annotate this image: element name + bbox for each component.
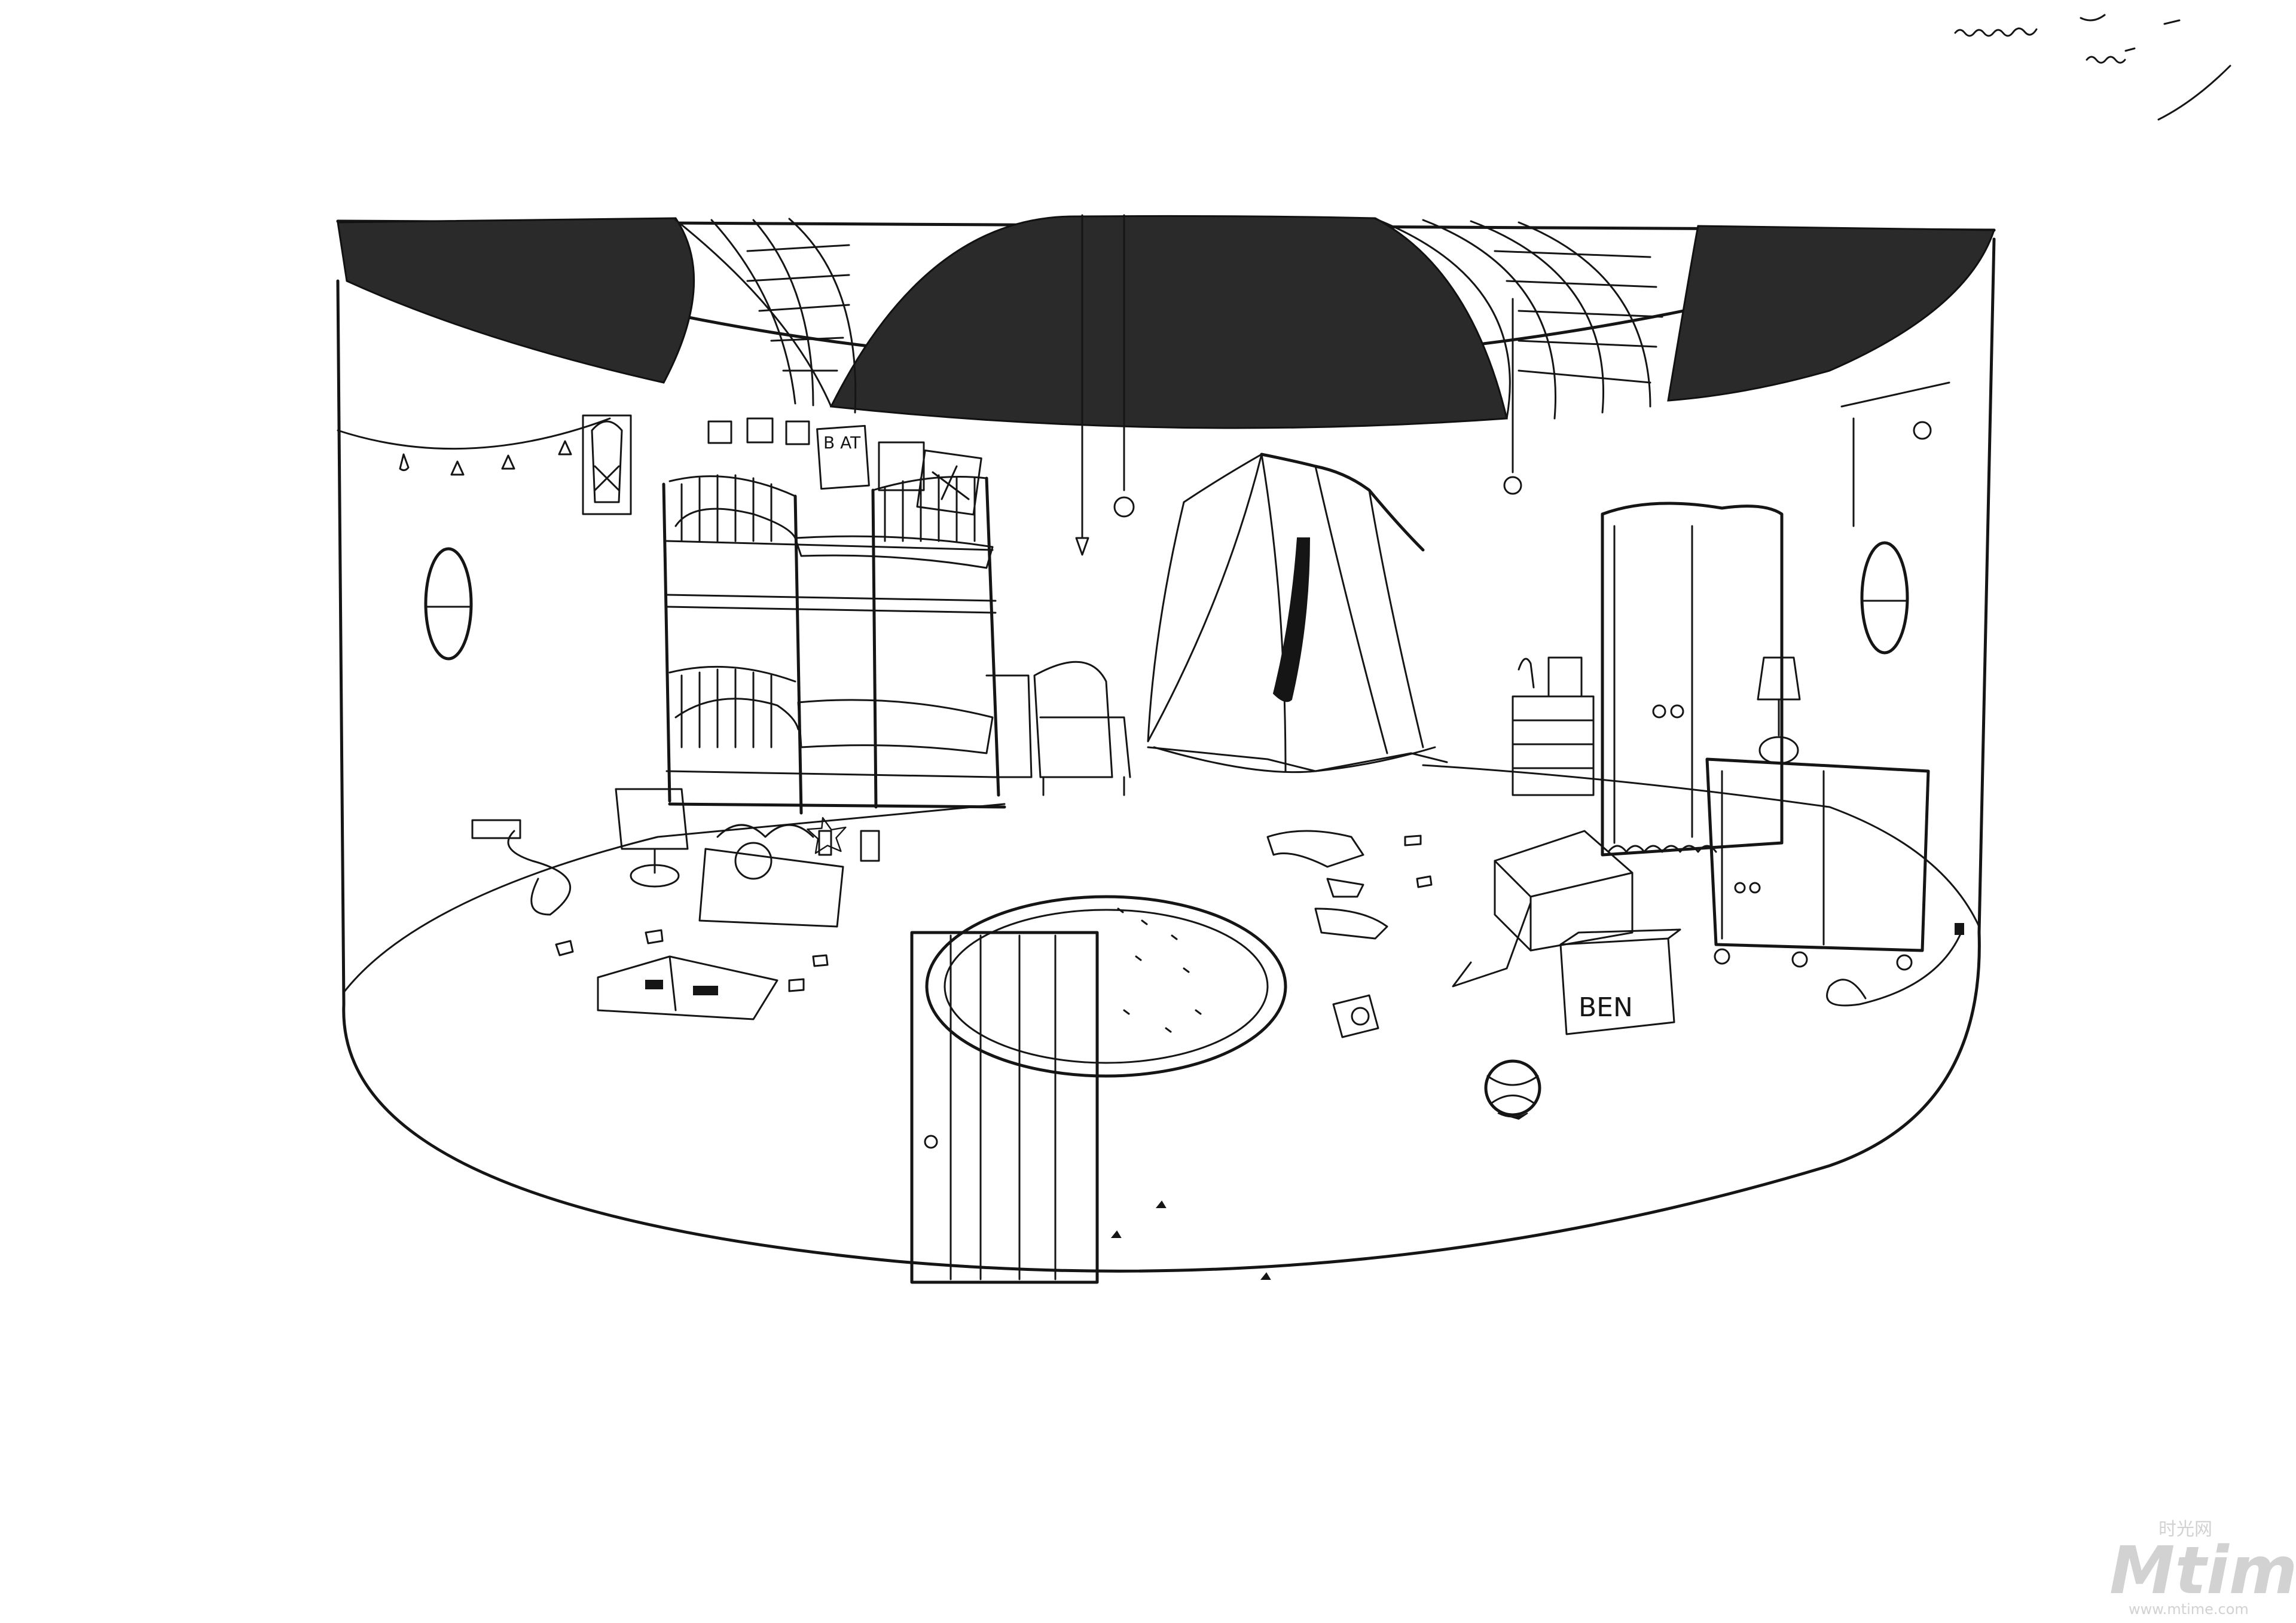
ball: [1484, 1059, 1541, 1120]
wardrobe: [1601, 502, 1784, 857]
armchair: [985, 661, 1131, 796]
porthole-window-right: [1860, 541, 1909, 655]
watermark-cn: 时光网: [2158, 1519, 2212, 1540]
hanging-bulbs: [1075, 214, 1950, 556]
stage-floor-edge: [342, 931, 1981, 1273]
wall-posters: B AT: [582, 414, 982, 516]
wall-plug: [1955, 923, 1964, 935]
watermark-brand: Mtime: [2109, 1532, 2296, 1609]
watermark: Mtime 时光网 www.mtime.com: [2109, 1519, 2296, 1618]
bunk-bed: [662, 474, 1006, 815]
ceiling-canopy: [336, 215, 1996, 429]
cardboard-box-upper: [1452, 830, 1634, 988]
string-lights-left: [337, 417, 611, 476]
floor-flecks: [1110, 1200, 1271, 1280]
stage-floor-back: [343, 803, 1006, 994]
porthole-window-left: [424, 547, 473, 661]
cardboard-box-ben: BEN: [1559, 928, 1681, 1035]
door-flat: [910, 931, 1099, 1284]
wall-right-edge: [1977, 237, 1996, 934]
clothes-pile: [1266, 830, 1433, 940]
open-book: [555, 929, 829, 1020]
power-cord: [1826, 931, 1962, 1007]
toy-box: [698, 817, 880, 928]
side-cabinet: [1705, 656, 1930, 971]
stage-floor-back-right: [1422, 764, 1980, 928]
watermark-url: www.mtime.com: [2129, 1601, 2249, 1618]
corner-scribble: [1954, 14, 2231, 121]
round-rug: [925, 895, 1287, 1078]
cup: [1332, 994, 1379, 1038]
poster-text: B AT: [823, 433, 861, 453]
tent-canopy: [1147, 453, 1448, 774]
floor-lamp-and-socket: [471, 788, 689, 916]
dresser: [1512, 656, 1595, 796]
wall-left-edge: [336, 279, 346, 1006]
box-label: BEN: [1578, 992, 1633, 1023]
